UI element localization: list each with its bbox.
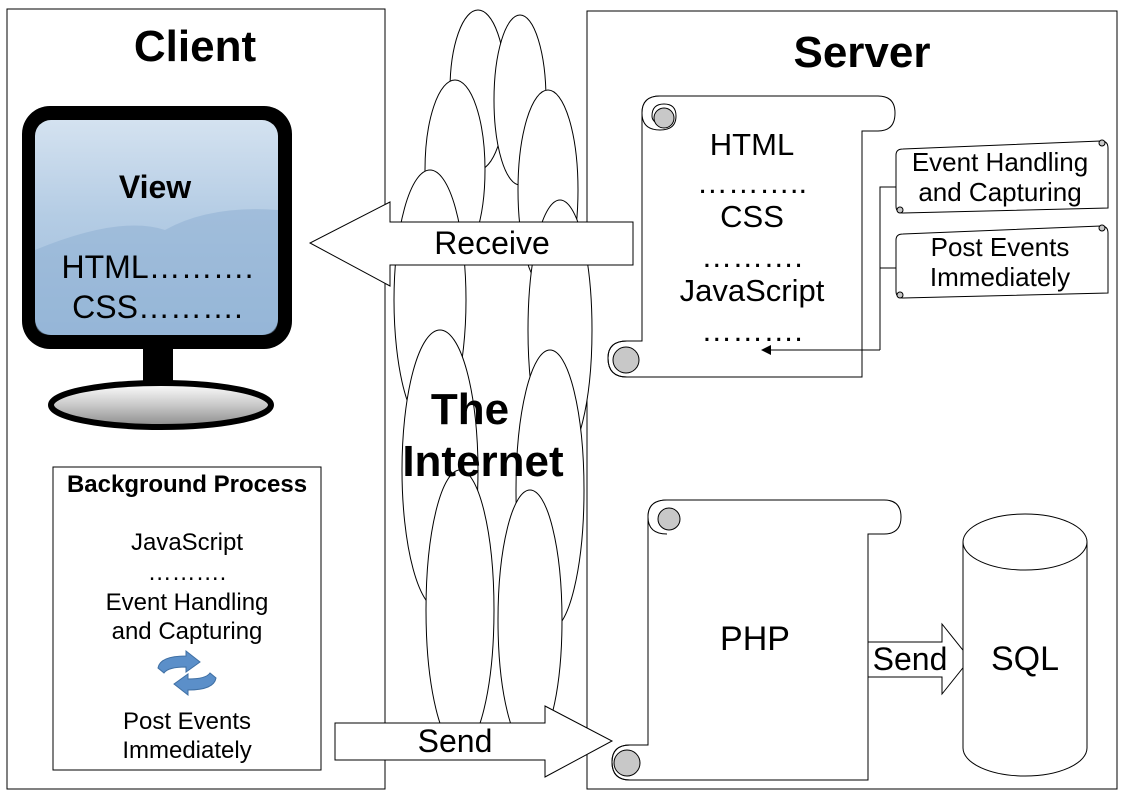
receive-label: Receive bbox=[434, 225, 550, 261]
page-javascript: JavaScript bbox=[679, 273, 825, 308]
internet-label-line1: The bbox=[430, 385, 510, 434]
send-arrow-sql bbox=[862, 622, 971, 696]
bp-javascript: JavaScript bbox=[130, 529, 244, 556]
monitor-view-label: View bbox=[118, 169, 192, 205]
internet-label-line2: Internet bbox=[402, 437, 564, 486]
notes-connector bbox=[761, 186, 896, 355]
php-label: PHP bbox=[720, 620, 790, 658]
note-event-scroll bbox=[895, 139, 1109, 214]
page-scroll bbox=[607, 95, 896, 378]
send-arrow-client bbox=[334, 705, 614, 778]
background-process-title: Background Process bbox=[66, 471, 308, 498]
bp-post-events: Post Events bbox=[122, 708, 252, 735]
send-client-label: Send bbox=[417, 723, 493, 759]
note-post-line2: Immediately bbox=[929, 262, 1071, 292]
note-event-line2: and Capturing bbox=[918, 177, 1082, 207]
bp-immediately: Immediately bbox=[122, 737, 252, 764]
php-scroll bbox=[611, 499, 902, 781]
page-dots1: ……….. bbox=[696, 165, 808, 200]
bp-event-handling: Event Handling bbox=[105, 589, 269, 616]
refresh-cycle-icon bbox=[157, 649, 217, 697]
page-dots2: ………. bbox=[701, 239, 803, 274]
sql-label: SQL bbox=[990, 640, 1060, 678]
bp-dots: ………. bbox=[147, 559, 227, 586]
internet-cloud bbox=[393, 9, 593, 751]
note-post-scroll bbox=[895, 224, 1109, 299]
sql-cylinder bbox=[962, 513, 1088, 777]
note-event-line1: Event Handling bbox=[911, 147, 1089, 177]
client-title: Client bbox=[133, 22, 257, 71]
monitor bbox=[22, 106, 292, 430]
page-css: CSS bbox=[720, 199, 784, 234]
background-process-box bbox=[52, 466, 322, 771]
receive-arrow bbox=[308, 201, 634, 287]
note-post-line1: Post Events bbox=[930, 232, 1070, 262]
server-title: Server bbox=[793, 28, 931, 77]
bp-and-capturing: and Capturing bbox=[111, 618, 263, 645]
monitor-css-line: CSS………. bbox=[72, 289, 243, 325]
send-sql-label: Send bbox=[872, 641, 948, 677]
page-dots3: ………. bbox=[701, 313, 803, 348]
monitor-html-line: HTML………. bbox=[61, 249, 254, 285]
page-html: HTML bbox=[709, 127, 795, 162]
